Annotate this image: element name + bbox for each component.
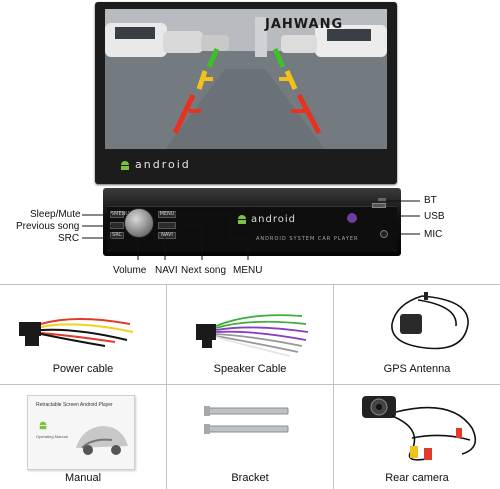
callout-lines [82, 200, 420, 260]
screen-brand-text: JAHWANG [265, 17, 344, 32]
unit-subtitle: ANDROID SYSTEM CAR PLAYER [256, 236, 359, 242]
accessory-label-manual: Manual [64, 472, 102, 484]
screen-android-text: android [135, 158, 191, 171]
callout-src: SRC [58, 233, 80, 244]
next-song-button[interactable] [158, 222, 176, 229]
gps-antenna-image [391, 292, 469, 350]
parking-garage-image [105, 9, 387, 149]
callout-previous-song: Previous song [16, 221, 80, 232]
rear-camera-view: JAHWANG [105, 9, 387, 149]
callout-mic: MIC [424, 229, 443, 240]
screen-android-logo: android [119, 158, 191, 171]
accessory-label-gps-antenna: GPS Antenna [383, 363, 451, 375]
navi-button[interactable]: NAVI [158, 232, 176, 239]
unit-android-text: android [251, 213, 296, 225]
unit-android-logo: android [236, 213, 296, 225]
callout-volume: Volume [113, 265, 147, 276]
grid-lines [0, 284, 500, 489]
monitor-screen: JAHWANG android [95, 2, 397, 184]
accessory-label-bracket: Bracket [231, 472, 269, 484]
callout-usb: USB [424, 211, 445, 222]
accessory-label-speaker-cable: Speaker Cable [213, 363, 287, 375]
product-diagram: JAHWANG android 5MENU SRC MENU NAVI andr… [16, 2, 445, 276]
android-robot-icon [39, 421, 47, 430]
callout-bt: BT [424, 195, 437, 206]
volume-knob[interactable] [124, 208, 154, 238]
usb-port[interactable] [372, 203, 386, 208]
android-robot-icon [121, 160, 129, 170]
speaker-cable-image [196, 314, 309, 357]
android-robot-icon [238, 215, 246, 224]
callout-navi: NAVI [155, 265, 178, 276]
mic-port [380, 230, 388, 238]
guide-line-red-left [172, 93, 196, 135]
callout-menu: MENU [233, 265, 263, 276]
bracket-image [204, 406, 289, 434]
guide-line-green-left [206, 47, 220, 69]
rear-camera-image [362, 396, 477, 461]
bt-indicator [378, 198, 386, 201]
manual-title: Retractable Screen Android Player [36, 402, 113, 408]
guide-line-green-right [272, 47, 286, 69]
accessories-grid: Power cable Speaker Cable GPS Antenna Re… [0, 284, 500, 489]
manual-car-graphic [76, 426, 128, 455]
callout-sleep-mute: Sleep/Mute [30, 209, 81, 220]
guide-line-red-right [296, 93, 322, 135]
power-button[interactable] [347, 213, 357, 223]
manual-subtitle: Operating Manual [36, 434, 68, 439]
accessory-label-power-cable: Power cable [52, 363, 114, 375]
manual-image: Retractable Screen Android Player Operat… [27, 395, 135, 470]
callout-next-song: Next song [181, 265, 227, 276]
src-button[interactable]: SRC [110, 232, 124, 239]
accessory-label-rear-camera: Rear camera [385, 472, 449, 484]
power-cable-image [19, 318, 134, 347]
